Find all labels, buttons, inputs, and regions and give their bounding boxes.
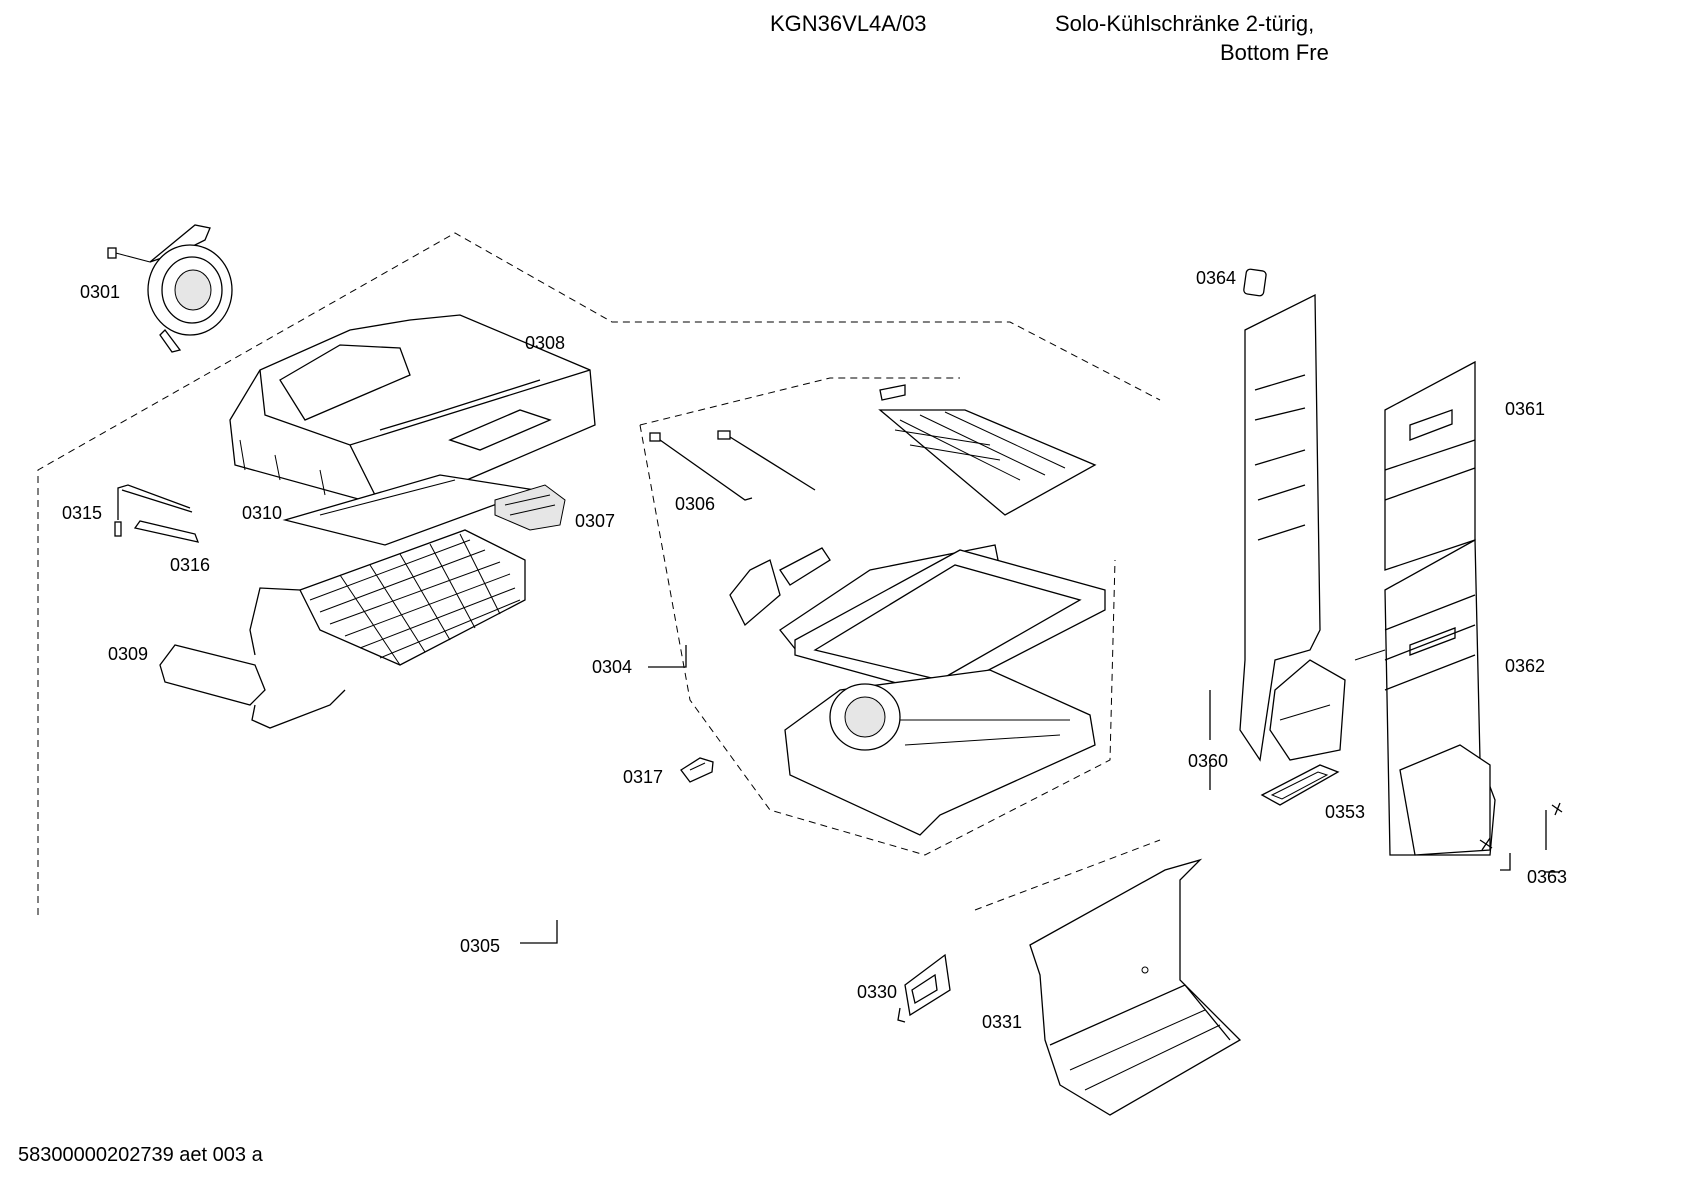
group-0305-outline xyxy=(37,232,1161,915)
part-callouts: 0301 0308 0315 0310 0307 0316 0306 0309 … xyxy=(62,268,1567,1032)
part-label-0307: 0307 xyxy=(575,511,615,531)
part-label-0304: 0304 xyxy=(592,657,632,677)
screws-0363 xyxy=(1479,802,1563,851)
drain-part-0307 xyxy=(494,484,566,531)
holder-0330 xyxy=(897,953,951,1023)
part-label-0315: 0315 xyxy=(62,503,102,523)
base-duct-0331 xyxy=(1029,858,1242,1116)
evaporator-0309 xyxy=(159,529,526,729)
rear-panel-0360 xyxy=(1239,293,1346,762)
appliance-description-line1: Solo-Kühlschränke 2-türig, xyxy=(1055,11,1315,36)
part-label-0306: 0306 xyxy=(675,494,715,514)
part-label-0361: 0361 xyxy=(1505,399,1545,419)
part-label-0309: 0309 xyxy=(108,644,148,664)
part-label-0305: 0305 xyxy=(460,936,500,956)
part-label-0317: 0317 xyxy=(623,767,663,787)
air-duct-0304 xyxy=(729,384,1106,836)
bracket-0317 xyxy=(680,757,714,783)
part-label-0362: 0362 xyxy=(1505,656,1545,676)
part-label-0331: 0331 xyxy=(982,1012,1022,1032)
sensor-wire-0315 xyxy=(114,484,193,537)
part-label-0353: 0353 xyxy=(1325,802,1365,822)
lower-cover-0362 xyxy=(1354,538,1496,856)
part-label-0301: 0301 xyxy=(80,282,120,302)
cap-0364 xyxy=(1243,268,1267,297)
appliance-description-line2: Bottom Fre xyxy=(1220,40,1329,62)
gasket-0353 xyxy=(1260,764,1340,806)
clip-rail-0316 xyxy=(133,520,200,543)
model-number: KGN36VL4A/03 xyxy=(770,11,927,36)
group-0304-outline xyxy=(639,377,1116,856)
leader-lines xyxy=(520,645,1560,944)
document-code: 58300000202739 aet 003 a xyxy=(18,1144,263,1166)
part-label-0360: 0360 xyxy=(1188,751,1228,771)
fan-motor-0301 xyxy=(107,224,233,353)
part-label-0310: 0310 xyxy=(242,503,282,523)
part-label-0363: 0363 xyxy=(1527,867,1567,887)
part-label-0330: 0330 xyxy=(857,982,897,1002)
part-label-0364: 0364 xyxy=(1196,268,1236,288)
sensor-cables-0306 xyxy=(649,430,816,501)
part-label-0316: 0316 xyxy=(170,555,210,575)
part-label-0308: 0308 xyxy=(525,333,565,353)
upper-cover-0361 xyxy=(1384,360,1476,571)
